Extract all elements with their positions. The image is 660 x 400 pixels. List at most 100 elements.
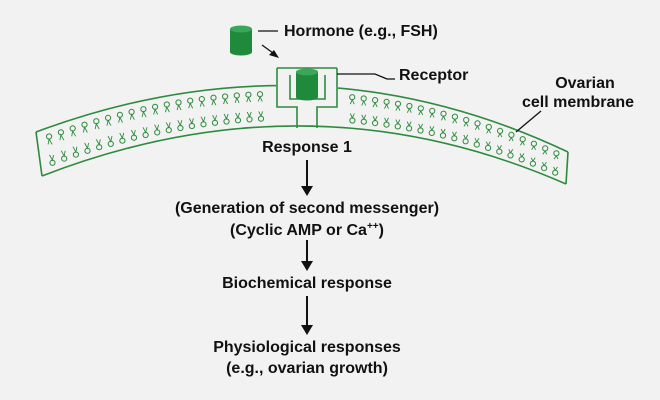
lipid-tail [520, 140, 525, 146]
flow-arrow-3 [301, 296, 313, 335]
lipid-tail [246, 111, 252, 118]
lipid-tail [59, 133, 65, 141]
lipid-tail [153, 108, 159, 115]
lipid-tail [72, 146, 78, 154]
lipid-tail [508, 149, 514, 154]
lipid-tail [177, 120, 183, 127]
lipid-tail [541, 161, 547, 167]
lipid-tail [164, 105, 170, 113]
lipid-tail [531, 145, 537, 150]
physiological-responses-label: Physiological responses [213, 339, 401, 356]
lipid-tail [384, 103, 389, 109]
physiological-example-label: (e.g., ovarian growth) [226, 360, 388, 377]
phospholipid-pattern [46, 91, 560, 176]
lipid-tail [406, 107, 412, 113]
receptor-label: Receptor [399, 67, 469, 84]
second-messenger-label: (Generation of second messenger) [174, 200, 440, 217]
lipid-tail [474, 137, 480, 143]
lipid-tail [395, 105, 401, 111]
flow-arrow-2 [301, 240, 313, 271]
lipid-tail [452, 131, 457, 137]
lipid-tail [395, 119, 401, 125]
lipid-tail [47, 137, 53, 145]
lipid-tail [60, 150, 66, 158]
hormone-to-receptor-arrow [261, 44, 279, 58]
lipid-tail [463, 121, 469, 127]
lipid-tail [553, 155, 559, 160]
lipid-tail [257, 95, 263, 102]
lipid-tail [142, 127, 148, 134]
lipid-tail [235, 112, 241, 119]
lipid-tail [486, 128, 492, 134]
calcium-charge-superscript: ++ [366, 221, 379, 232]
lipid-tail [384, 117, 389, 124]
lipid-tail [154, 124, 160, 132]
lipid-tail [418, 123, 423, 129]
lipid-tail [71, 129, 77, 137]
response-1-label: Response 1 [262, 139, 352, 156]
free-hormone-icon [230, 25, 252, 56]
lipid-tail [84, 142, 90, 150]
lipid-tail [497, 132, 503, 138]
lipid-head [553, 150, 560, 157]
lipid-tail [165, 122, 171, 129]
lipid-tail [129, 113, 135, 120]
lipid-head [552, 169, 559, 176]
lipid-tail [246, 96, 252, 103]
lipid-tail [118, 116, 123, 123]
membrane-label: Ovarian cell membrane [522, 74, 634, 112]
lipid-tail [361, 100, 367, 106]
lipid-tail [349, 113, 355, 119]
lipid-tail [82, 126, 88, 133]
membrane-inner-edge [41, 125, 567, 185]
lipid-tail [95, 139, 101, 146]
lipid-tail [553, 166, 558, 171]
lipid-tail [463, 134, 469, 140]
membrane-left-cap [35, 131, 43, 177]
lipid-tail [474, 125, 480, 130]
cyclic-amp-close: ) [378, 222, 384, 239]
lipid-tail [361, 114, 367, 121]
lipid-tail [107, 135, 113, 143]
hormone-label: Hormone (e.g., FSH) [284, 23, 438, 40]
lipid-tail [211, 99, 217, 106]
receptor-shape [276, 67, 338, 128]
lipid-tail [188, 102, 194, 109]
membrane-right-cap [565, 151, 569, 185]
lipid-tail [234, 96, 240, 104]
lipid-tail [106, 119, 112, 126]
lipid-tail [372, 116, 378, 122]
lipid-tail [418, 109, 424, 116]
lipid-tail [372, 101, 378, 108]
lipid-tail [485, 141, 491, 147]
flow-arrow-1 [301, 160, 313, 196]
lipid-tail [176, 103, 182, 111]
lipid-tail [258, 111, 264, 118]
membrane-label-line2: cell membrane [522, 94, 635, 111]
lipid-tail [542, 150, 548, 155]
lipid-tail [519, 153, 525, 158]
lipid-tail [212, 115, 218, 122]
lipid-tail [452, 118, 458, 124]
lipid-head [542, 145, 549, 152]
lipid-tail [429, 126, 435, 132]
lipid-tail [119, 132, 125, 140]
bound-hormone-icon [296, 68, 318, 101]
lipid-tail [497, 145, 502, 150]
cyclic-amp-text: (Cyclic AMP or Ca [230, 222, 367, 239]
biochemical-response-label: Biochemical response [222, 275, 392, 292]
lipid-tail [429, 112, 435, 118]
lipid-tail [530, 157, 536, 162]
lipid-tail [441, 115, 446, 121]
lipid-tail [199, 100, 205, 107]
lipid-tail [49, 154, 54, 162]
lipid-tail [130, 129, 136, 137]
lipid-tail [349, 98, 355, 105]
lipid-tail [223, 113, 229, 121]
lipid-tail [508, 136, 514, 142]
lipid-tail [223, 97, 229, 105]
lipid-tail [200, 116, 206, 123]
membrane-leader-line [515, 110, 542, 133]
